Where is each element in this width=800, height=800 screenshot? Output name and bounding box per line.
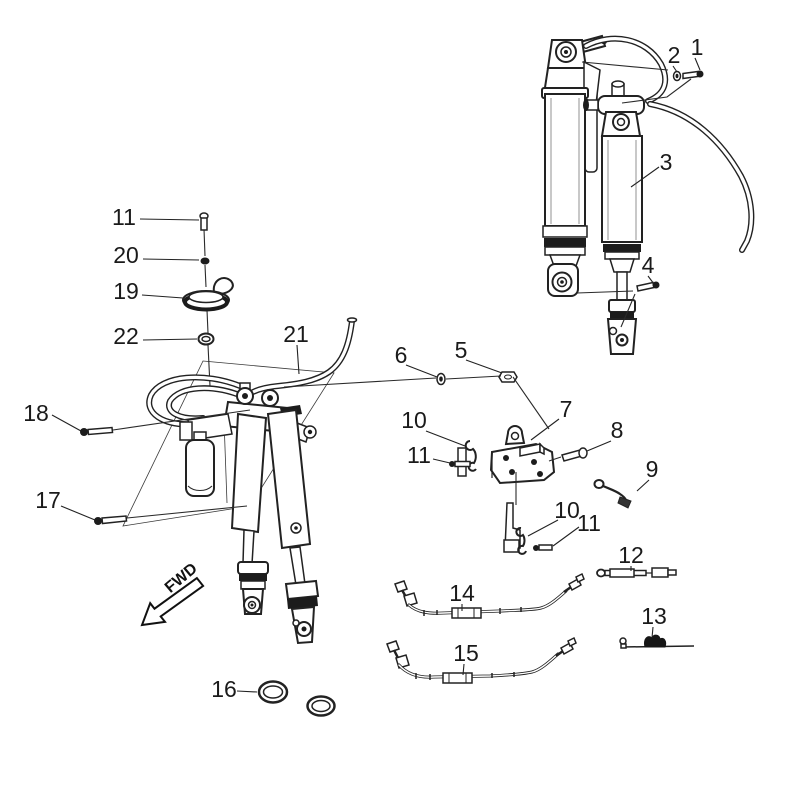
mount-bracket-7 bbox=[489, 425, 556, 485]
hose-long-right bbox=[647, 101, 755, 253]
callout-10-upper: 10 bbox=[401, 407, 427, 433]
callout-11-left: 11 bbox=[112, 204, 136, 230]
bolt-18 bbox=[80, 426, 114, 436]
shock-right-of-pair bbox=[583, 80, 645, 355]
o-ring-16-b bbox=[306, 695, 336, 717]
o-ring-22 bbox=[197, 332, 215, 346]
clip-10-lower bbox=[515, 526, 527, 555]
gas-reservoir bbox=[185, 431, 215, 497]
callout-12: 12 bbox=[618, 542, 644, 568]
cable-14 bbox=[394, 572, 585, 619]
callout-13: 13 bbox=[641, 603, 667, 629]
callout-11-mid: 11 bbox=[407, 442, 431, 468]
bolt-1 bbox=[682, 70, 704, 80]
callout-21: 21 bbox=[283, 321, 309, 347]
center-shock-right bbox=[266, 408, 320, 645]
washer-20 bbox=[200, 257, 210, 265]
link-rod-12 bbox=[596, 567, 677, 578]
bolt-11-lower bbox=[533, 544, 553, 551]
callout-5: 5 bbox=[455, 337, 468, 363]
lower-bracket-plate bbox=[503, 502, 521, 553]
callout-18: 18 bbox=[23, 400, 49, 426]
mount-bracket-group bbox=[449, 425, 632, 555]
wire-retainer-9 bbox=[593, 479, 632, 509]
breather-cap-19 bbox=[182, 277, 234, 312]
callout-20: 20 bbox=[113, 242, 139, 268]
bolt-11-bracket bbox=[449, 460, 471, 468]
fwd-arrow: FWD bbox=[140, 560, 205, 627]
callout-4: 4 bbox=[642, 252, 655, 278]
screw-11-left bbox=[199, 212, 209, 231]
callout-1: 1 bbox=[691, 34, 704, 60]
bolt-8 bbox=[561, 447, 588, 462]
callout-14: 14 bbox=[449, 580, 475, 606]
shock-absorber-pair-right bbox=[541, 34, 755, 355]
callout-leader-lines bbox=[51, 57, 701, 693]
callout-3: 3 bbox=[660, 149, 673, 175]
hose-upper bbox=[583, 35, 669, 104]
callout-22: 22 bbox=[113, 323, 139, 349]
callout-10-lower: 10 bbox=[554, 497, 580, 523]
washer-6 bbox=[436, 372, 446, 386]
callout-17: 17 bbox=[35, 487, 61, 513]
nut-5 bbox=[498, 371, 518, 383]
callout-11-lower: 11 bbox=[577, 510, 601, 536]
callout-19: 19 bbox=[113, 278, 139, 304]
front-shock-assembly bbox=[80, 317, 518, 645]
callouts: 1 2 3 4 5 6 7 8 9 10 10 11 11 11 12 13 1… bbox=[23, 34, 703, 702]
fwd-arrow-shape bbox=[140, 576, 205, 627]
callout-8: 8 bbox=[611, 417, 624, 443]
callout-9: 9 bbox=[646, 456, 659, 482]
bolt-4 bbox=[636, 281, 660, 292]
install-guide-lines bbox=[112, 61, 692, 519]
clip-10-upper bbox=[457, 440, 477, 477]
o-ring-16-a bbox=[257, 680, 289, 704]
cable-15 bbox=[386, 636, 577, 684]
callout-15: 15 bbox=[453, 640, 479, 666]
clip-13 bbox=[619, 634, 695, 649]
center-shock-left bbox=[230, 412, 269, 615]
washer-2 bbox=[672, 70, 682, 82]
steering-stem-parts-column bbox=[182, 212, 234, 387]
bolt-17 bbox=[94, 515, 128, 525]
callout-16: 16 bbox=[211, 676, 237, 702]
callout-6: 6 bbox=[395, 342, 408, 368]
hose-21 bbox=[250, 317, 358, 395]
callout-7: 7 bbox=[560, 396, 573, 422]
callout-2: 2 bbox=[668, 42, 681, 68]
